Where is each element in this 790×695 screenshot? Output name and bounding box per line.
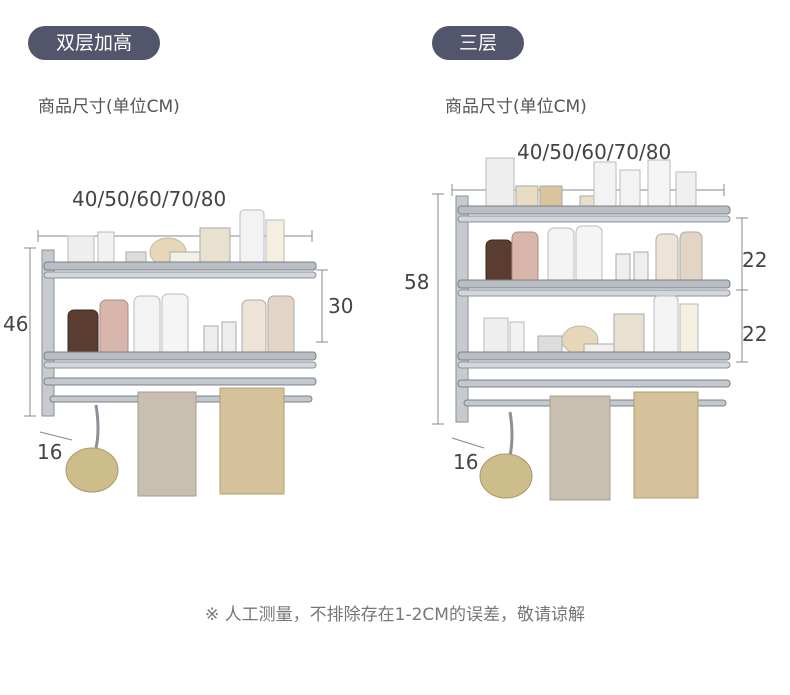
shelf-gap-dimension-left: 30 (328, 294, 354, 318)
towel-left-1 (137, 391, 197, 497)
depth-dimension-right: 16 (453, 450, 479, 474)
width-dimension-left: 40/50/60/70/80 (72, 187, 227, 211)
depth-dimension-left: 16 (37, 440, 63, 464)
variant-tag-triple[interactable]: 三层 (432, 26, 524, 60)
height-dimension-right: 58 (404, 270, 430, 294)
products-bottom-shelf-right (483, 295, 699, 359)
height-dimension-left: 46 (3, 312, 29, 336)
towel-right-2 (633, 391, 699, 499)
towel-left-2 (219, 387, 285, 495)
width-dimension-right: 40/50/60/70/80 (517, 140, 672, 164)
towel-right-1 (549, 395, 611, 501)
shelf-gap-dimension-right-bottom: 22 (742, 322, 768, 346)
products-middle-shelf-right (485, 225, 703, 285)
products-middle-shelf-left (67, 293, 295, 361)
measurement-disclaimer: ※ 人工测量，不排除存在1-2CM的误差，敬请谅解 (205, 605, 585, 625)
bath-sponge-right (479, 453, 533, 499)
size-caption-left: 商品尺寸(单位CM) (38, 97, 180, 117)
size-caption-right: 商品尺寸(单位CM) (445, 97, 587, 117)
variant-tag-double[interactable]: 双层加高 (28, 26, 160, 60)
bath-sponge-left (65, 447, 119, 493)
shelf-gap-dimension-right-top: 22 (742, 248, 768, 272)
